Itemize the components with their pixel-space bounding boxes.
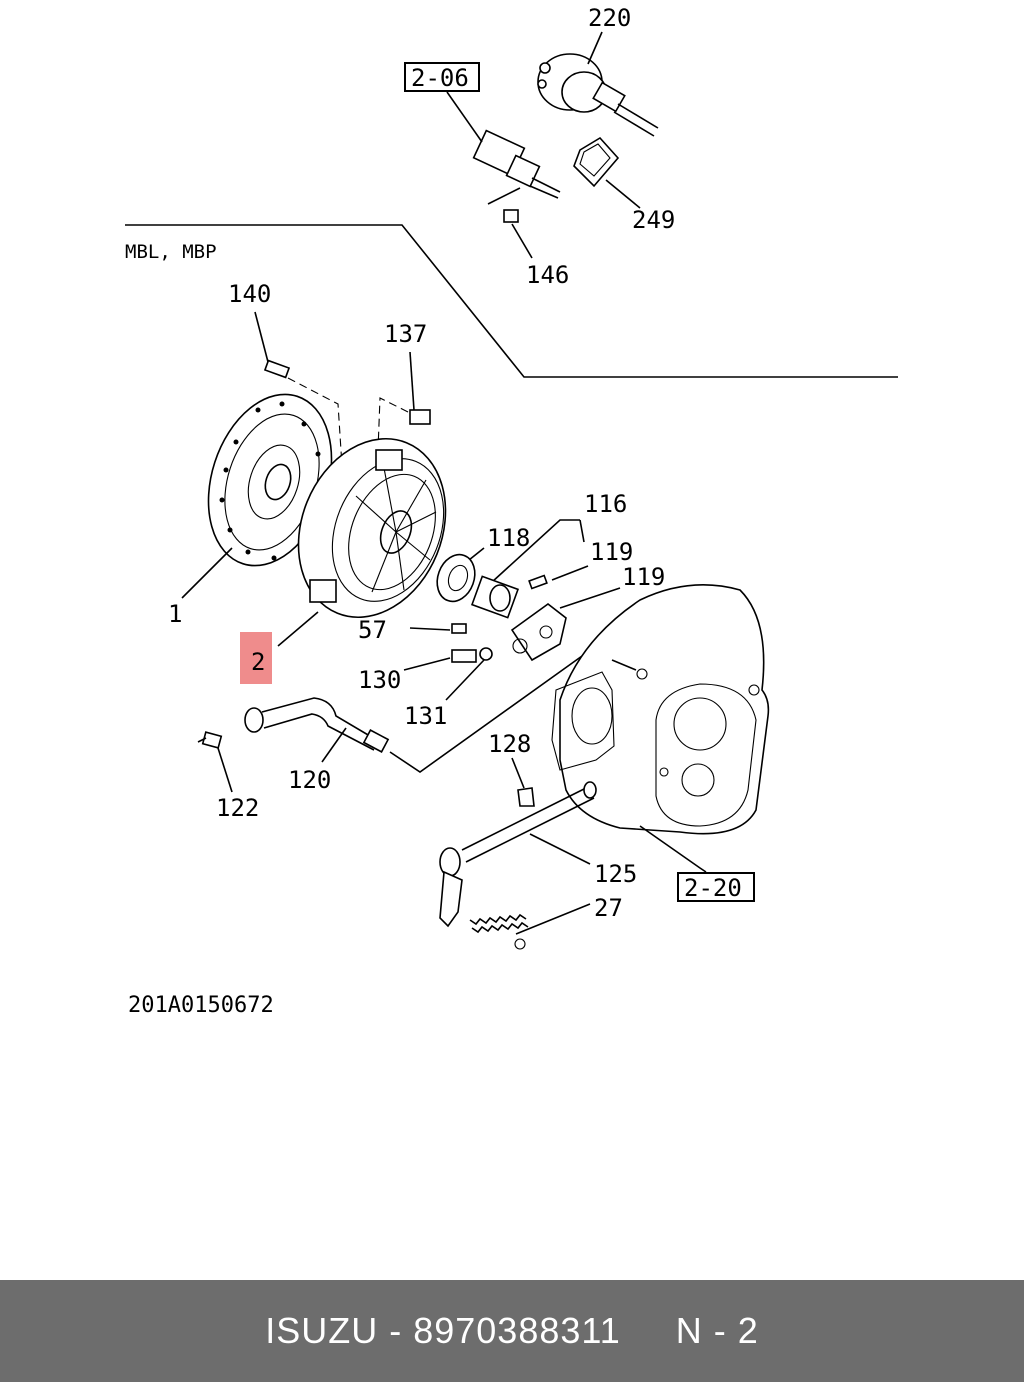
leader-2-06 xyxy=(446,91,483,143)
footer-bar: ISUZU - 8970388311 N - 2 xyxy=(0,1280,1024,1382)
part-146-bolt xyxy=(487,187,521,223)
assembly-line-140 xyxy=(287,377,343,467)
leader-140 xyxy=(254,311,269,363)
ref-box-2-06-label: 2-06 xyxy=(411,64,469,92)
callout-220[interactable]: 220 xyxy=(588,4,631,32)
ref-box-2-20-label: 2-20 xyxy=(684,874,742,902)
part-2-clutch-cover xyxy=(297,437,447,619)
leader-137 xyxy=(409,351,415,411)
leader-122 xyxy=(217,747,233,793)
callout-146[interactable]: 146 xyxy=(526,261,569,289)
part-249-gasket xyxy=(573,136,620,188)
callout-128[interactable]: 128 xyxy=(488,730,531,758)
leader-220 xyxy=(587,31,603,65)
leader-249 xyxy=(605,179,641,209)
leader-120 xyxy=(321,727,347,763)
ref-box-2-20[interactable]: 2-20 xyxy=(677,872,755,902)
callout-1[interactable]: 1 xyxy=(168,600,182,628)
callout-249[interactable]: 249 xyxy=(632,206,675,234)
part-slave-cylinder xyxy=(472,129,561,199)
callout-118[interactable]: 118 xyxy=(487,524,530,552)
callout-27[interactable]: 27 xyxy=(594,894,623,922)
callout-125[interactable]: 125 xyxy=(594,860,637,888)
part-130-bolt xyxy=(451,649,477,663)
callout-122[interactable]: 122 xyxy=(216,794,259,822)
leader-119-lower xyxy=(409,627,451,631)
part-220-master-cylinder xyxy=(537,53,659,137)
part-128-key xyxy=(517,787,535,807)
callout-57[interactable]: 119 xyxy=(622,563,665,591)
leader-116 xyxy=(491,519,580,583)
part-clutch-housing xyxy=(551,584,770,835)
highlighted-part-marker xyxy=(240,632,272,684)
leader-2-20 xyxy=(639,825,707,873)
part-140-stud xyxy=(263,359,291,379)
leader-housing-bolt xyxy=(611,659,637,671)
leader-116b xyxy=(579,519,585,543)
parts-diagram: 2-06 2-20 MBL, MBP 220 249 146 140 xyxy=(125,4,898,1018)
part-120-hose xyxy=(244,697,390,753)
leader-119-upper xyxy=(551,565,589,581)
part-27-spring xyxy=(469,913,529,950)
ref-box-2-06[interactable]: 2-06 xyxy=(404,62,480,92)
leader-128 xyxy=(511,757,525,789)
callout-130[interactable]: 130 xyxy=(358,666,401,694)
leader-120-to-fork xyxy=(389,645,597,773)
variant-label: MBL, MBP xyxy=(125,241,217,263)
leader-146 xyxy=(511,223,533,259)
leader-1 xyxy=(181,547,233,599)
part-122-bleeder xyxy=(197,731,223,749)
callout-137[interactable]: 137 xyxy=(384,320,427,348)
part-119-upper-grease-nipple xyxy=(528,574,548,590)
leader-57 xyxy=(559,587,621,609)
callout-131[interactable]: 131 xyxy=(404,702,447,730)
part-125-release-shaft xyxy=(439,781,597,928)
leader-2 xyxy=(277,611,319,647)
variant-divider-line xyxy=(125,224,898,378)
leader-27 xyxy=(515,903,591,935)
callout-116[interactable]: 116 xyxy=(584,490,627,518)
part-119-lower-grease-nipple xyxy=(451,623,467,634)
part-118-bearing xyxy=(436,553,476,603)
part-137-bolt xyxy=(409,409,431,425)
callout-140[interactable]: 140 xyxy=(228,280,271,308)
callout-119-upper[interactable]: 119 xyxy=(590,538,633,566)
assembly-line-137 xyxy=(377,397,409,451)
part-116-release-hub xyxy=(470,575,520,619)
leader-125 xyxy=(529,833,591,865)
part-57-release-fork xyxy=(510,603,567,662)
leader-131 xyxy=(445,659,485,701)
callout-120[interactable]: 120 xyxy=(288,766,331,794)
part-131-washer xyxy=(479,647,493,661)
footer-part-number: ISUZU - 8970388311 N - 2 xyxy=(265,1310,759,1351)
callout-119-lower[interactable]: 57 xyxy=(358,616,387,644)
drawing-number: 201A0150672 xyxy=(128,993,274,1018)
leader-130 xyxy=(403,657,451,671)
callout-2[interactable]: 2 xyxy=(251,648,265,676)
